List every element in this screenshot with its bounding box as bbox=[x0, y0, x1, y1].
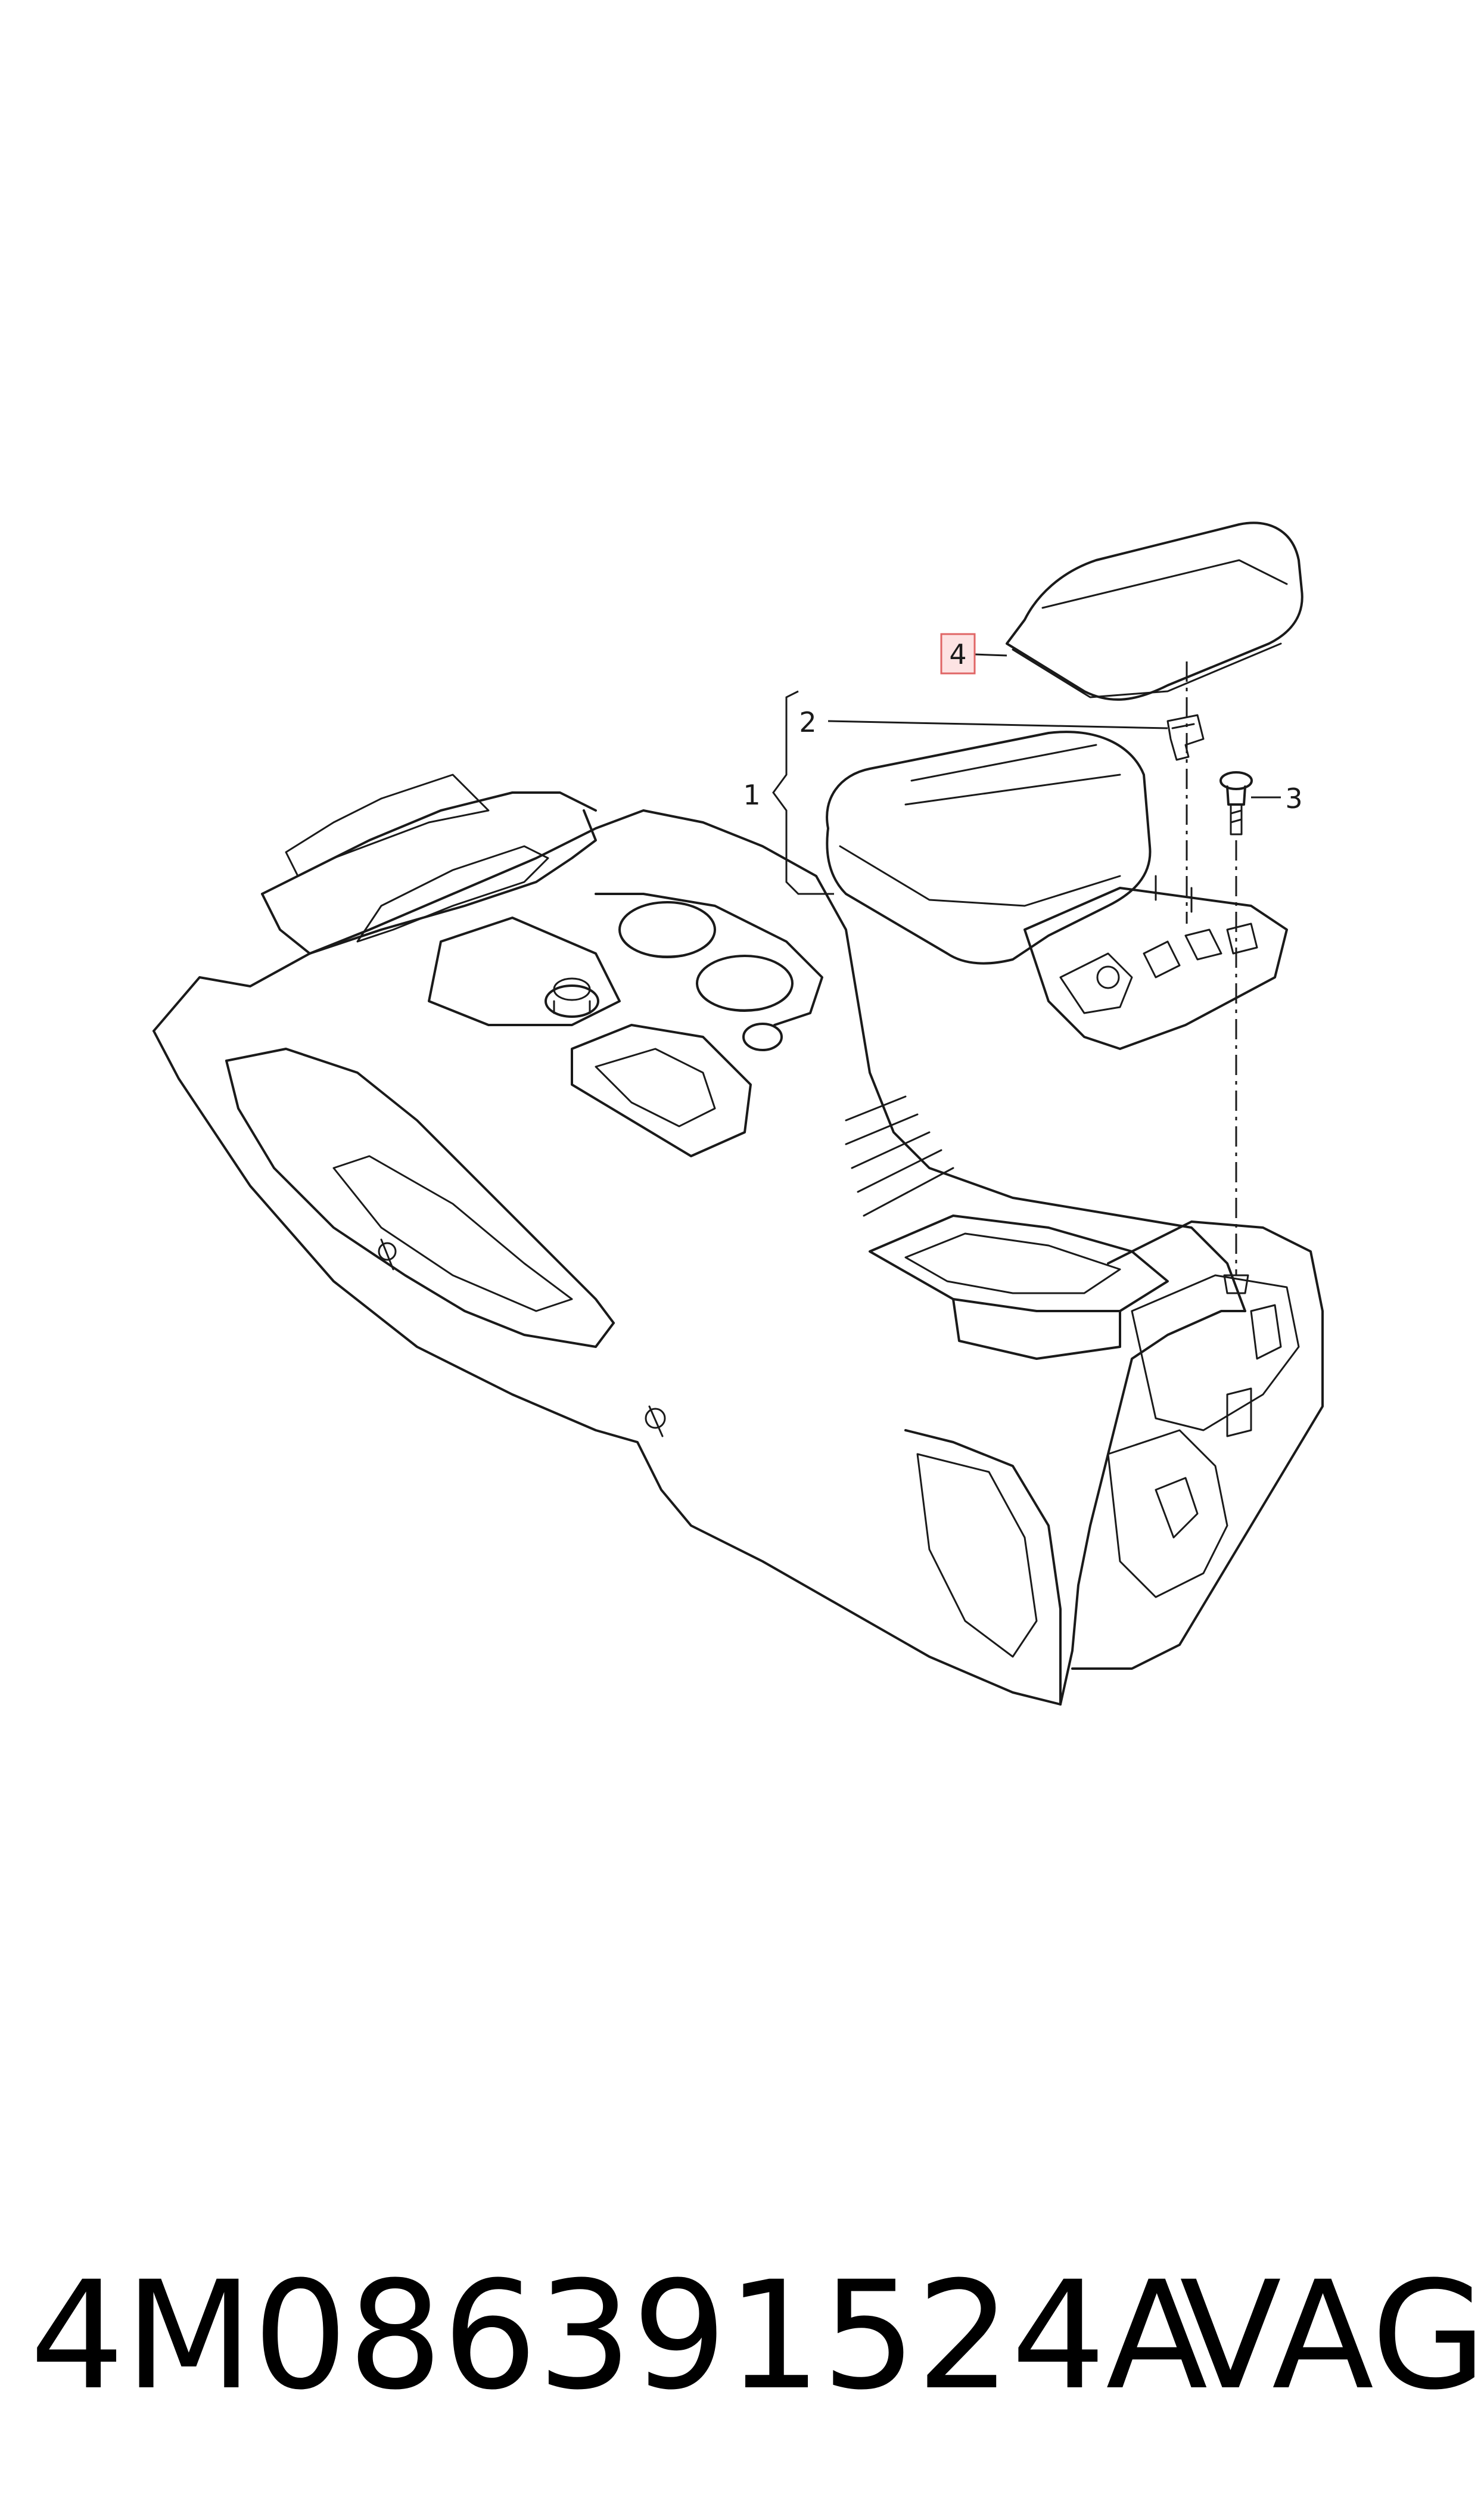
leader-lines bbox=[772, 653, 1281, 1294]
callout-1[interactable]: 1 bbox=[743, 779, 760, 811]
callout-3[interactable]: 3 bbox=[1285, 782, 1302, 815]
callout-2[interactable]: 2 bbox=[799, 706, 816, 738]
clip-part bbox=[1166, 714, 1205, 761]
callout-4[interactable]: 4 bbox=[940, 633, 976, 675]
armrest-cover bbox=[1006, 521, 1303, 701]
brand-name: VAG bbox=[1180, 2249, 1484, 2422]
armrest-assembly bbox=[826, 731, 1288, 1050]
callout-4-highlight-box bbox=[940, 633, 976, 675]
center-console bbox=[153, 774, 1324, 1706]
part-number: 4M086391524A bbox=[30, 2249, 1208, 2422]
callout-2-label: 2 bbox=[799, 706, 816, 738]
callout-3-label: 3 bbox=[1285, 782, 1302, 815]
callout-1-label: 1 bbox=[743, 779, 760, 811]
screw-part bbox=[1219, 771, 1253, 835]
callout-4-label: 4 bbox=[949, 638, 966, 670]
